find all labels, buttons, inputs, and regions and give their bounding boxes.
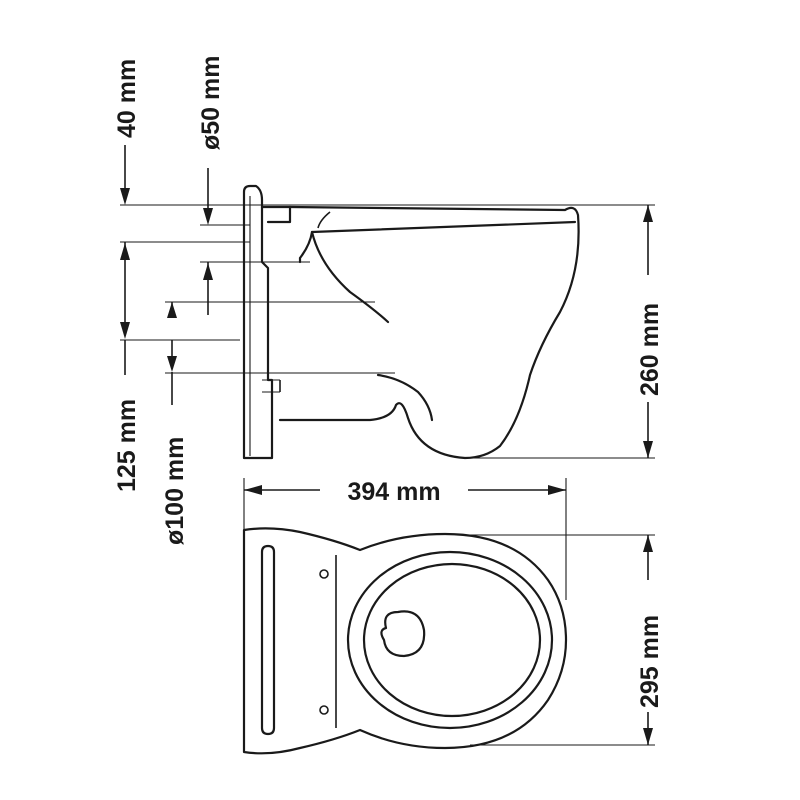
bowl-inner-ring bbox=[362, 562, 542, 718]
dim-295-arrow-top bbox=[643, 535, 653, 552]
wall-plate bbox=[242, 184, 274, 460]
bowl-inner-curve bbox=[298, 230, 314, 264]
dim-125-label: 125 mm bbox=[113, 399, 141, 492]
dim-100-label: ø100 mm bbox=[161, 437, 189, 545]
dim-295-arrow-bottom bbox=[643, 728, 653, 745]
dim-100-arrow bbox=[167, 302, 177, 318]
dim-50-arrow-b bbox=[203, 263, 213, 280]
bowl-top-curve bbox=[317, 211, 331, 229]
dim-125-arrow bbox=[120, 322, 130, 339]
bowl-outline bbox=[278, 205, 580, 460]
dim-295-label: 295 mm bbox=[636, 615, 664, 708]
dim-40-arrow-b bbox=[120, 243, 130, 260]
mount-hole-top bbox=[319, 569, 329, 579]
dim-260-arrow-top bbox=[643, 205, 653, 222]
dim-394-arrow-right bbox=[548, 485, 566, 495]
back-plate bbox=[260, 544, 276, 736]
dim-40-arrow bbox=[120, 188, 130, 205]
dim-50-label: ø50 mm bbox=[197, 56, 225, 150]
dim-394-arrow-left bbox=[244, 485, 262, 495]
top-view: 394 mm 295 mm bbox=[242, 478, 664, 755]
bowl-trap bbox=[376, 373, 434, 422]
bowl-outer-ring bbox=[346, 550, 554, 730]
mount-hole-bottom bbox=[319, 705, 329, 715]
dim-260-arrow-bottom bbox=[643, 441, 653, 458]
dim-40-label: 40 mm bbox=[113, 59, 141, 138]
side-view: 40 mm 125 mm ø50 mm ø100 mm 260 mm bbox=[113, 56, 664, 545]
dim-100-arrow-b bbox=[167, 356, 177, 372]
dim-50-arrow bbox=[203, 208, 213, 225]
dim-394-label: 394 mm bbox=[347, 478, 440, 506]
bowl-rim-inner bbox=[310, 220, 577, 324]
top-outline bbox=[242, 527, 568, 755]
drain-opening bbox=[380, 610, 426, 658]
dim-260-label: 260 mm bbox=[636, 303, 664, 396]
outlet-piece bbox=[260, 205, 292, 224]
